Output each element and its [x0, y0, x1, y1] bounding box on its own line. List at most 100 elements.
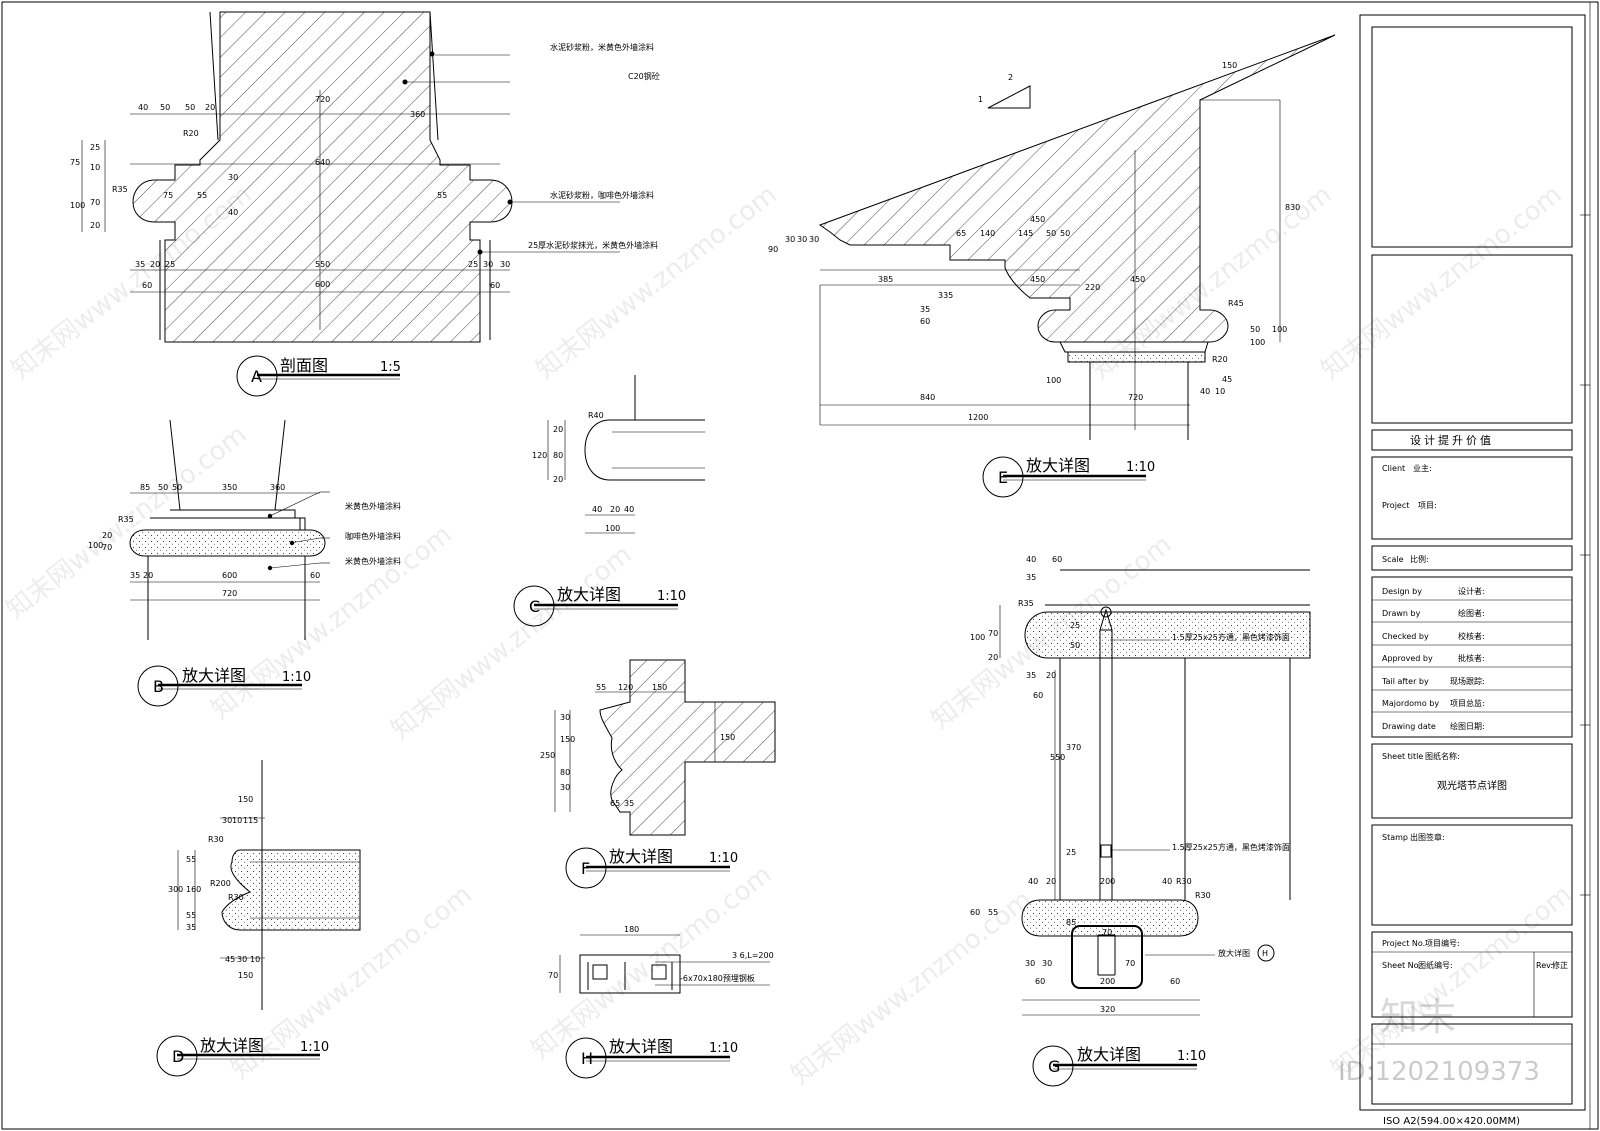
dim: 640: [315, 158, 330, 167]
dim: 2: [1008, 73, 1013, 82]
tb-row-cn: 校核者:: [1458, 631, 1485, 641]
dim: 35: [186, 923, 196, 932]
dim: 40: [1162, 877, 1172, 886]
tb-row-en: Checked by: [1382, 632, 1429, 641]
dim: 180: [624, 925, 639, 934]
dim: R40: [588, 411, 604, 420]
dim: 70: [1125, 959, 1135, 968]
dim: 35: [1026, 573, 1036, 582]
dim: 55: [186, 855, 196, 864]
section-id-f: F: [581, 859, 590, 878]
dim: 335: [938, 291, 953, 300]
tb-sheet-title-cn: 图纸名称:: [1425, 751, 1460, 761]
dim: 80: [560, 768, 570, 777]
dim: 40: [1026, 555, 1036, 564]
dim: 100: [88, 541, 103, 550]
note-a1: 水泥砂浆粉，米黄色外墙涂料: [550, 42, 654, 52]
dim: 75: [163, 191, 173, 200]
dim: 220: [1085, 283, 1100, 292]
dim: 450: [1030, 275, 1045, 284]
dim: 720: [1128, 393, 1143, 402]
dim: 30: [500, 260, 510, 269]
dim: 200: [1100, 877, 1115, 886]
section-title-f: 放大详图: [609, 847, 673, 866]
dim: 720: [222, 589, 237, 598]
dim: 55: [197, 191, 207, 200]
dim: 40: [592, 505, 602, 514]
detail-ref-h-id: H: [1262, 949, 1268, 958]
tb-row-cn: 设计者:: [1458, 586, 1485, 596]
dim: 30: [560, 783, 570, 792]
dim: 85: [1066, 918, 1076, 927]
section-id-d: D: [172, 1047, 184, 1066]
section-id-b: B: [153, 677, 164, 696]
title-block: 设计提升价值 Client 业主: Project 项目: Scale 比例: …: [1359, 14, 1590, 1127]
tb-row-cn: 绘图者:: [1458, 608, 1485, 618]
dim: 100: [1046, 376, 1061, 385]
dim: 40: [624, 505, 634, 514]
dim: 20: [90, 221, 100, 230]
watermark: 知末网www.znzmo.com: [786, 885, 1038, 1091]
dim: 90: [768, 245, 778, 254]
dim: 30: [483, 260, 493, 269]
dim: 80: [553, 451, 563, 460]
dim: 40: [228, 208, 238, 217]
dim: 55: [988, 908, 998, 917]
tb-project-label: Project: [1382, 501, 1409, 510]
dim: 100: [1272, 325, 1287, 334]
dim: 150: [720, 733, 735, 742]
dim: 30: [560, 713, 570, 722]
dim: 20: [1046, 671, 1056, 680]
dim: 30: [1042, 959, 1052, 968]
brand-logo: 知末: [1380, 995, 1456, 1039]
dim: 65: [610, 799, 620, 808]
section-c: R40 20 80 20 120 40 20 40 100 C 放大详图 1:1…: [513, 375, 705, 627]
watermark: 知末网www.znzmo.com: [526, 860, 778, 1066]
dim: 30: [237, 955, 247, 964]
tb-heading: 设计提升价值: [1410, 434, 1494, 447]
dim: 50: [172, 483, 182, 492]
dim: 35: [920, 305, 930, 314]
section-id-e: E: [998, 468, 1008, 487]
dim: 50: [185, 103, 195, 112]
dim: 20: [553, 425, 563, 434]
note-h2: -6x70x180预埋钢板: [680, 973, 755, 983]
dim: 60: [920, 317, 930, 326]
dim: 100: [970, 633, 985, 642]
section-title-d: 放大详图: [200, 1036, 264, 1055]
dim: 45: [225, 955, 235, 964]
dim: 50: [1060, 229, 1070, 238]
dim: 150: [238, 795, 253, 804]
watermark: 知末网www.znzmo.com: [1316, 180, 1568, 386]
dim: 75: [70, 158, 80, 167]
dim: 60: [1035, 977, 1045, 986]
note-b3: 米黄色外墙涂料: [345, 556, 401, 566]
dim: 60: [490, 281, 500, 290]
dim: 30: [809, 235, 819, 244]
tb-sheet-title-value: 观光塔节点详图: [1437, 779, 1507, 792]
dim: 100: [70, 201, 85, 210]
dim: 60: [970, 908, 980, 917]
section-id-h: H: [581, 1049, 593, 1068]
dim: 20: [988, 653, 998, 662]
dim: 20: [553, 475, 563, 484]
dim: 10: [232, 816, 242, 825]
section-scale-e: 1:10: [1126, 460, 1155, 475]
dim: 85: [140, 483, 150, 492]
tb-sheet-no-label: Sheet No.: [1382, 961, 1421, 970]
dim: 550: [1050, 753, 1065, 762]
dim: 20: [102, 531, 112, 540]
note-g1: 1.5厚25x25方通，黑色烤漆饰面: [1172, 632, 1290, 642]
section-e: 2 1 90 30 30 30 385 450 450 65 140 145 5…: [768, 34, 1336, 498]
dim: 150: [652, 683, 667, 692]
note-a3: 水泥砂浆粉，咖啡色外墙涂料: [550, 190, 654, 200]
dim: 600: [315, 280, 330, 289]
dim: 20: [143, 571, 153, 580]
dim: R30: [228, 893, 244, 902]
dim: 360: [410, 110, 425, 119]
dim: 145: [1018, 229, 1033, 238]
tb-row-cn: 批核者:: [1458, 653, 1485, 663]
tb-stamp-cn: 出图签章:: [1410, 832, 1445, 842]
dim: 150: [238, 971, 253, 980]
